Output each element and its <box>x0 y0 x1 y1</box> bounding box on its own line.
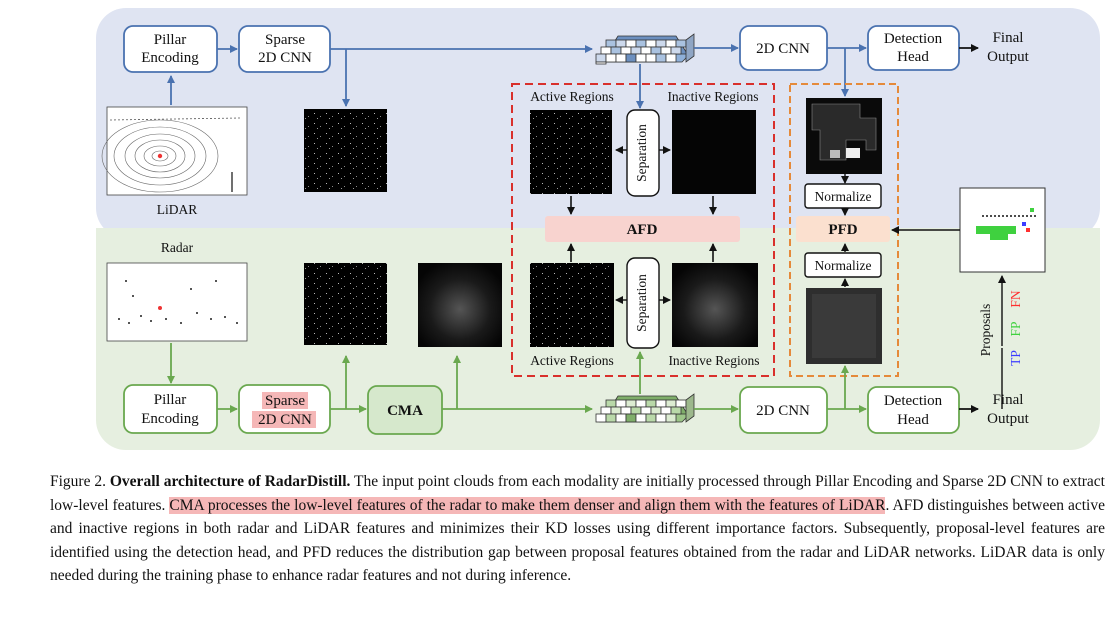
caption-figure-label: Figure 2. <box>50 473 106 490</box>
pfd-label: PFD <box>828 222 857 238</box>
radar-point-cloud-image <box>106 262 248 342</box>
radar-sparse-cnn-box: Sparse 2D CNN <box>238 384 331 434</box>
separation-bottom-label: Separation <box>634 274 649 332</box>
normalize-top-label: Normalize <box>815 189 872 204</box>
radar-detection-head-label-1: Detection <box>884 393 943 409</box>
radar-pillar-encoding-box: Pillar Encoding <box>123 384 218 434</box>
afd-box: AFD <box>545 216 740 242</box>
radar-detection-head-box: Detection Head <box>867 386 960 434</box>
lidar-final-output-label-2: Output <box>987 49 1030 65</box>
radar-sparse-cnn-label-1: Sparse <box>265 393 305 409</box>
afd-dashed-border <box>511 83 775 377</box>
radar-inactive-region-map <box>672 263 758 347</box>
afd-label: AFD <box>627 222 658 238</box>
lidar-input-label: LiDAR <box>157 202 198 217</box>
radar-cma-feature-map <box>418 263 502 347</box>
lidar-low-level-feature-map <box>304 109 387 192</box>
normalize-top-box: Normalize <box>804 183 882 209</box>
radar-input-label: Radar <box>161 240 194 255</box>
afd-inactive-regions-top-label: Inactive Regions <box>667 89 758 104</box>
pfd-box: PFD <box>796 216 890 242</box>
radar-feature-grid-icon <box>595 393 695 423</box>
lidar-sparse-cnn-box: Sparse 2D CNN <box>238 25 331 73</box>
lidar-detection-head-label-2: Head <box>897 49 929 65</box>
separation-top-box: Separation <box>626 109 660 197</box>
architecture-diagram: Pillar Encoding Sparse 2D CNN <box>96 8 1100 450</box>
caption-title: Overall architecture of RadarDistill. <box>109 473 351 490</box>
separation-top-label: Separation <box>634 124 649 182</box>
lidar-feature-grid-icon <box>595 33 695 65</box>
caption-text-1: The input point clouds from each modalit… <box>50 473 1105 514</box>
radar-pillar-encoding-label-1: Pillar <box>154 392 187 408</box>
afd-inactive-regions-bottom-label: Inactive Regions <box>668 353 759 368</box>
lidar-inactive-region-map <box>672 110 756 194</box>
proposals-tp-label: TP <box>1008 350 1023 366</box>
proposals-image <box>959 187 1046 273</box>
lidar-point-cloud-image <box>101 106 248 196</box>
radar-pillar-encoding-label-2: Encoding <box>141 411 199 427</box>
radar-2d-cnn-label: 2D CNN <box>756 403 810 419</box>
caption-text-2: . AFD distinguishes between active and i… <box>50 496 1105 585</box>
afd-active-regions-bottom-label: Active Regions <box>530 353 614 368</box>
radar-2d-cnn-box: 2D CNN <box>739 386 828 434</box>
lidar-sparse-cnn-label-1: Sparse <box>265 32 305 48</box>
lidar-sparse-cnn-label-2: 2D CNN <box>258 50 312 66</box>
radar-detection-head-label-2: Head <box>897 412 929 428</box>
normalize-bottom-label: Normalize <box>815 258 872 273</box>
radar-final-output-label-2: Output <box>987 411 1030 427</box>
afd-active-regions-top-label: Active Regions <box>530 89 614 104</box>
figure-caption: Figure 2. Overall architecture of RadarD… <box>50 470 1105 588</box>
lidar-2d-cnn-box: 2D CNN <box>739 25 828 71</box>
cma-box: CMA <box>367 385 443 435</box>
proposals-fp-label: FP <box>1008 321 1023 336</box>
radar-final-output-label-1: Final <box>993 392 1024 408</box>
lidar-detection-head-box: Detection Head <box>867 25 960 71</box>
lidar-2d-cnn-label: 2D CNN <box>756 41 810 57</box>
proposals-label: Proposals <box>978 304 993 357</box>
lidar-pillar-encoding-label-2: Encoding <box>141 50 199 66</box>
lidar-pillar-encoding-label-1: Pillar <box>154 32 187 48</box>
lidar-final-output-label-1: Final <box>993 30 1024 46</box>
normalize-bottom-box: Normalize <box>804 252 882 278</box>
lidar-active-region-map <box>530 110 612 194</box>
proposals-fn-label: FN <box>1008 290 1023 308</box>
separation-bottom-box: Separation <box>626 257 660 349</box>
radar-sparse-cnn-label-2: 2D CNN <box>258 412 312 428</box>
lidar-detection-head-label-1: Detection <box>884 31 943 47</box>
radar-low-level-feature-map <box>304 263 387 345</box>
cma-label: CMA <box>387 403 423 419</box>
lidar-pillar-encoding-box: Pillar Encoding <box>123 25 218 73</box>
radar-active-region-map <box>530 263 614 347</box>
caption-highlighted-text: CMA processes the low-level features of … <box>169 496 886 514</box>
